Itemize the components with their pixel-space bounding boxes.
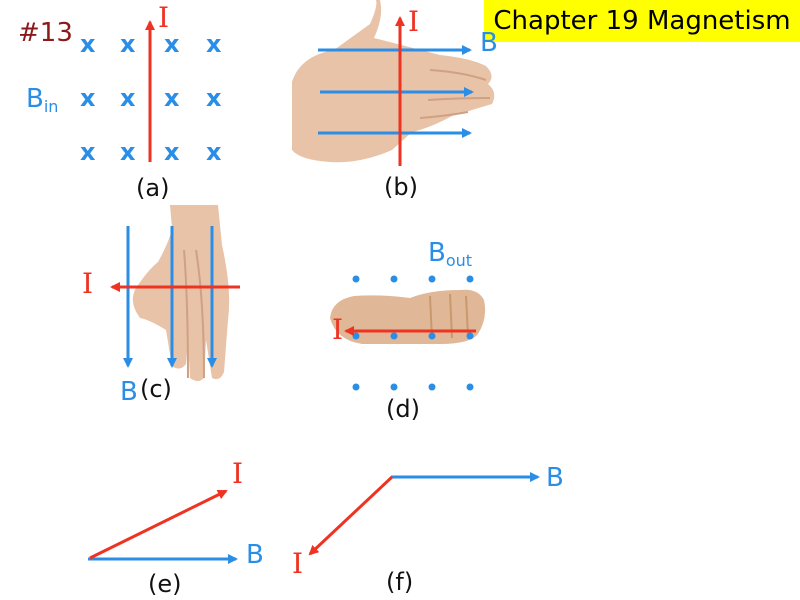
- into-page-mark: x: [120, 30, 136, 58]
- right-hand-image-c: [132, 205, 230, 381]
- current-label-d: I: [332, 313, 344, 346]
- current-arrow-f: [308, 475, 394, 556]
- current-label-a: I: [158, 1, 170, 34]
- panel-label-a: (a): [136, 174, 170, 202]
- into-page-mark: x: [120, 138, 136, 166]
- field-label-a: Bin: [26, 84, 59, 116]
- field-label-f: B: [546, 463, 564, 493]
- current-label-e: I: [232, 457, 244, 490]
- field-label-b: B: [480, 28, 498, 58]
- into-page-mark: x: [164, 138, 180, 166]
- current-label-c: I: [82, 267, 94, 300]
- panel-label-d: (d): [386, 395, 420, 423]
- into-page-mark: x: [206, 138, 222, 166]
- current-label-f: I: [292, 547, 304, 580]
- right-hand-image-b: [292, 0, 495, 163]
- panel-label-b: (b): [384, 173, 418, 201]
- into-page-mark: x: [164, 84, 180, 112]
- current-label-b: I: [408, 5, 420, 38]
- into-page-mark: x: [206, 30, 222, 58]
- field-label-d: Bout: [428, 238, 473, 270]
- problem-number: #13: [18, 18, 73, 48]
- field-label-c: B: [120, 377, 138, 407]
- into-page-mark: x: [80, 138, 96, 166]
- panel-label-f: (f): [386, 568, 414, 596]
- into-page-mark: x: [164, 30, 180, 58]
- panel-label-e: (e): [148, 570, 182, 598]
- field-label-e: B: [246, 540, 264, 570]
- into-page-mark: x: [206, 84, 222, 112]
- into-page-mark: x: [80, 30, 96, 58]
- field-out-dots-d: [352, 275, 474, 391]
- panel-label-c: (c): [140, 375, 172, 403]
- current-arrow-e: [89, 489, 228, 560]
- into-page-mark: x: [80, 84, 96, 112]
- into-page-mark: x: [120, 84, 136, 112]
- slide-title: Chapter 19 Magnetism: [484, 0, 800, 42]
